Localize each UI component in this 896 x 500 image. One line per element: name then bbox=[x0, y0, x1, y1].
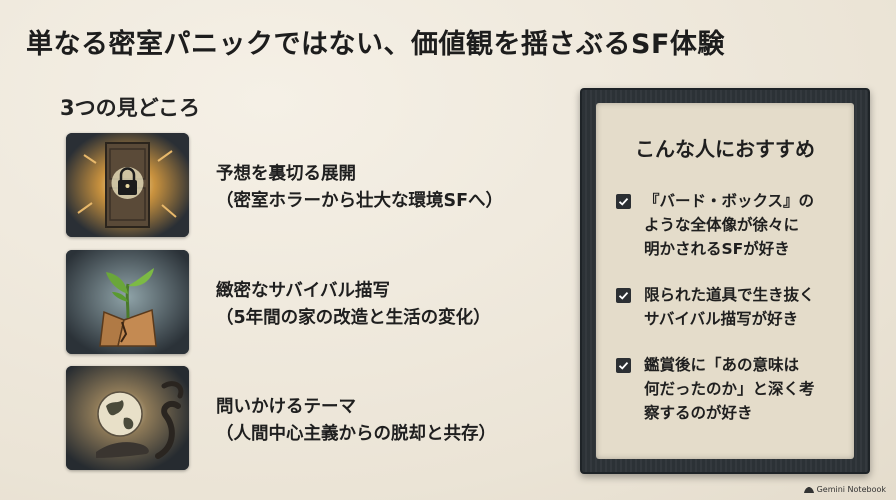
feature-item: 問いかけるテーマ （人間中心主義からの脱却と共存） bbox=[66, 366, 566, 470]
sprout-icon bbox=[66, 250, 189, 354]
checkbox-checked-icon bbox=[616, 288, 631, 303]
recommend-line: 『バード・ボックス』の bbox=[644, 192, 815, 210]
footer-brand-text: Gemini Notebook bbox=[816, 485, 886, 494]
recommend-line: 何だったのか」と深く考 bbox=[644, 380, 815, 398]
feature-item: 予想を裏切る展開 （密室ホラーから壮大な環境SFへ） bbox=[66, 133, 566, 237]
recommend-line: サバイバル描写が好き bbox=[644, 310, 799, 328]
notebook-logo-icon bbox=[803, 486, 814, 493]
feature-detail: （人間中心主義からの脱却と共存） bbox=[216, 424, 496, 444]
feature-title: 問いかけるテーマ bbox=[216, 397, 356, 417]
recommend-board: こんな人におすすめ 『バード・ボックス』の ような全体像が徐々に 明かされるSF… bbox=[580, 88, 870, 474]
locked-door-icon bbox=[66, 133, 189, 237]
recommend-line: 明かされるSFが好き bbox=[644, 240, 790, 258]
checkbox-checked-icon bbox=[616, 358, 631, 373]
recommend-line: 察するのが好き bbox=[644, 404, 753, 422]
checkbox-checked-icon bbox=[616, 194, 631, 209]
feature-title: 緻密なサバイバル描写 bbox=[216, 281, 390, 301]
earth-hand-icon bbox=[66, 366, 189, 470]
recommend-line: 鑑賞後に「あの意味は bbox=[644, 356, 800, 374]
feature-detail: （5年間の家の改造と生活の変化） bbox=[216, 308, 491, 328]
features-heading: 3つの見どころ bbox=[60, 96, 200, 120]
feature-detail: （密室ホラーから壮大な環境SFへ） bbox=[216, 191, 504, 211]
feature-item: 緻密なサバイバル描写 （5年間の家の改造と生活の変化） bbox=[66, 250, 566, 354]
recommend-line: 限られた道具で生き抜く bbox=[644, 286, 815, 304]
footer-brand: Gemini Notebook bbox=[803, 485, 886, 494]
recommend-line: ような全体像が徐々に bbox=[644, 216, 800, 234]
recommend-panel: こんな人におすすめ 『バード・ボックス』の ような全体像が徐々に 明かされるSF… bbox=[596, 103, 854, 459]
slide-title: 単なる密室パニックではない、価値観を揺さぶるSF体験 bbox=[26, 29, 725, 60]
feature-title: 予想を裏切る展開 bbox=[216, 164, 356, 184]
recommend-heading: こんな人におすすめ bbox=[635, 137, 815, 161]
